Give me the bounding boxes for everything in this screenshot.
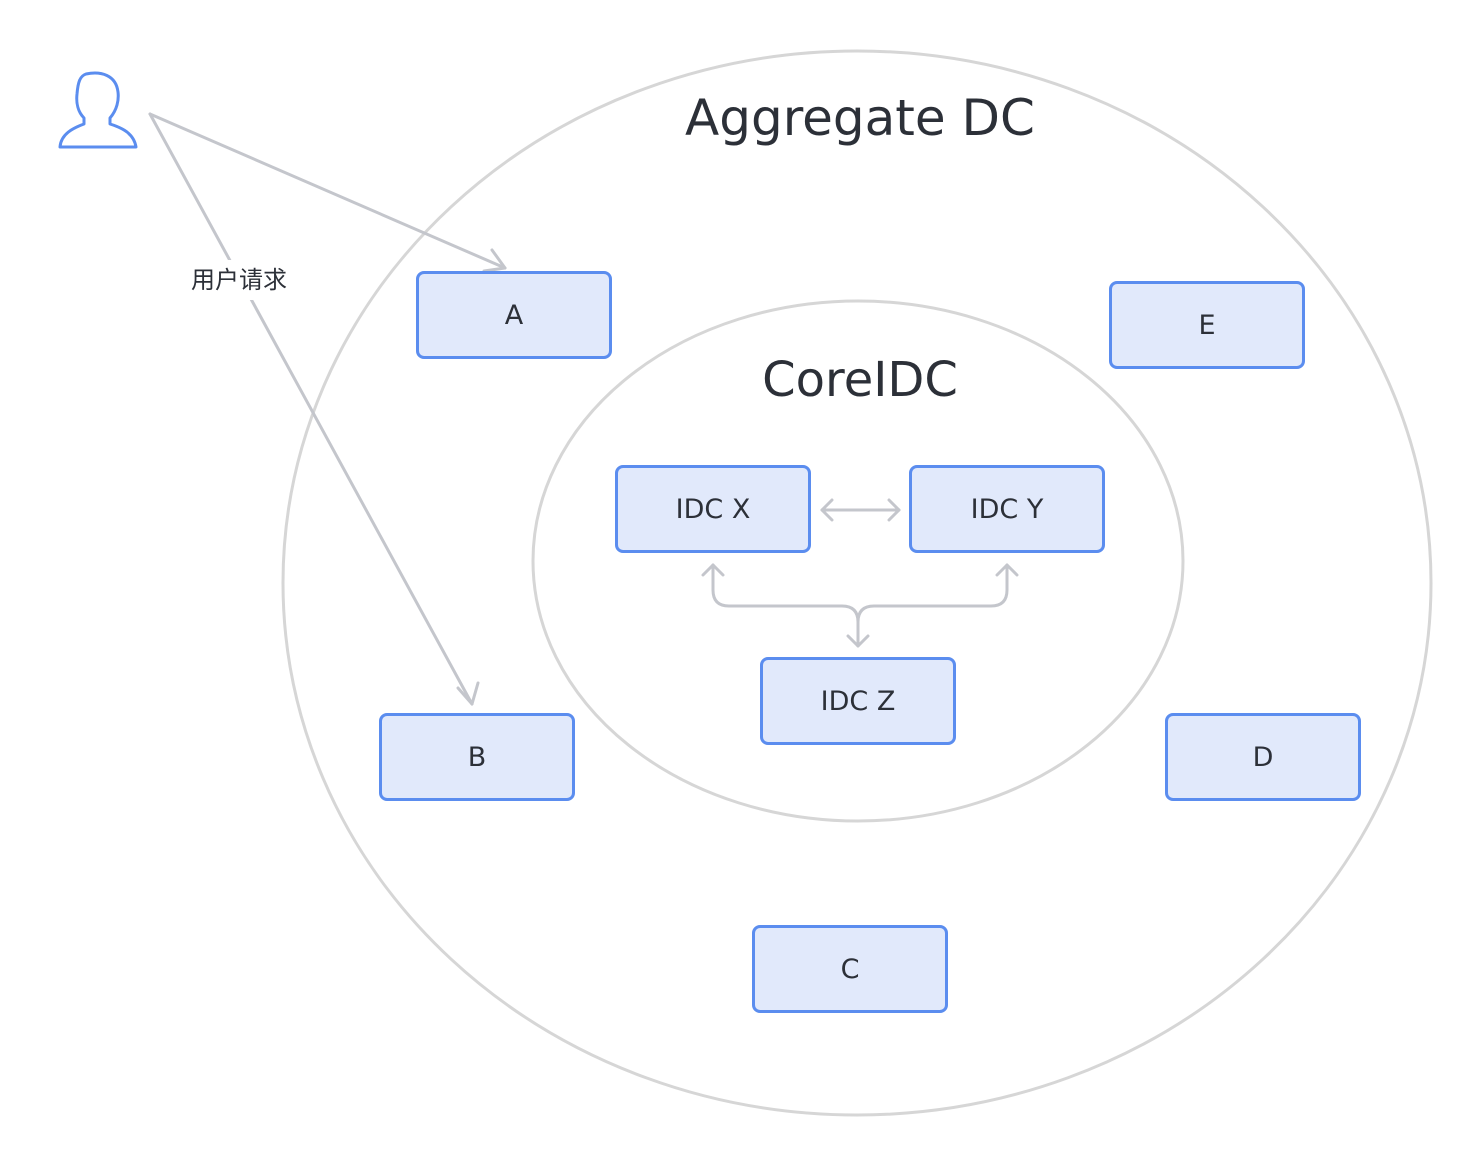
node-b-label: B xyxy=(467,741,487,773)
aggregate-dc-ring xyxy=(281,49,1433,1117)
node-a[interactable]: A xyxy=(416,271,612,359)
user-to-b-arrow xyxy=(148,112,480,706)
node-d[interactable]: D xyxy=(1165,713,1361,801)
node-e[interactable]: E xyxy=(1109,281,1305,369)
user-icon xyxy=(58,71,138,149)
node-a-label: A xyxy=(504,299,524,331)
aggregate-dc-title: Aggregate DC xyxy=(685,89,1035,147)
node-idc-z[interactable]: IDC Z xyxy=(760,657,956,745)
core-idc-tree-connector xyxy=(701,563,1019,648)
node-c[interactable]: C xyxy=(752,925,948,1013)
node-idc-x-label: IDC X xyxy=(675,493,751,525)
idc-x-to-idc-y-connector xyxy=(820,498,901,522)
node-idc-x[interactable]: IDC X xyxy=(615,465,811,553)
core-idc-title: CoreIDC xyxy=(762,352,958,408)
node-idc-y-label: IDC Y xyxy=(970,493,1044,525)
node-d-label: D xyxy=(1252,741,1274,773)
user-to-a-arrow xyxy=(148,112,507,273)
node-e-label: E xyxy=(1198,309,1216,341)
node-idc-z-label: IDC Z xyxy=(820,685,896,717)
node-idc-y[interactable]: IDC Y xyxy=(909,465,1105,553)
user-request-label: 用户请求 xyxy=(166,260,312,300)
node-c-label: C xyxy=(840,953,860,985)
core-idc-ring xyxy=(531,299,1185,823)
node-b[interactable]: B xyxy=(379,713,575,801)
